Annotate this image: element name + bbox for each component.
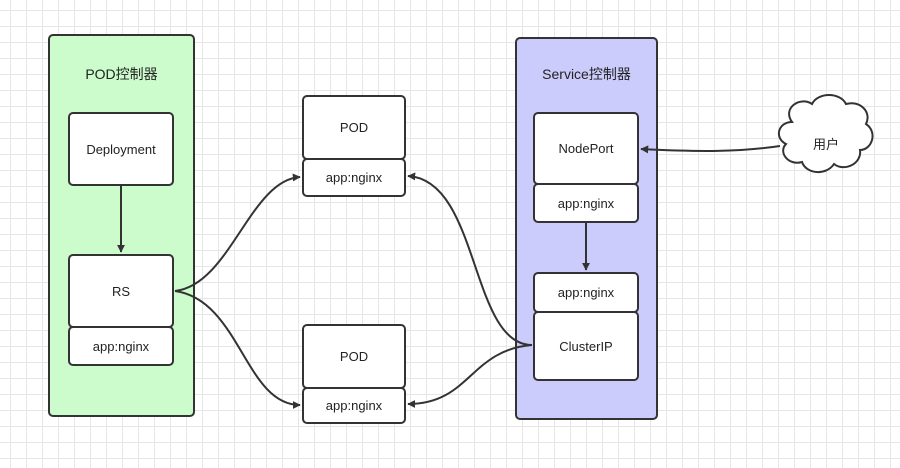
pod-1-label-box[interactable]: app:nginx	[302, 158, 406, 197]
cloud-icon[interactable]	[777, 94, 874, 173]
pod-1-box[interactable]: POD	[302, 95, 406, 160]
deployment-box[interactable]: Deployment	[68, 112, 174, 186]
service-controller-title: Service控制器	[542, 66, 631, 82]
user-label: 用户	[812, 137, 839, 152]
rs-to-pod2-arrow	[174, 290, 301, 409]
pod-2-box[interactable]: POD	[302, 324, 406, 389]
rs-label-box[interactable]: app:nginx	[68, 326, 174, 366]
nodeport-box[interactable]: NodePort	[533, 112, 639, 185]
clusterip-to-pod1-arrow	[407, 172, 533, 346]
pod-2-label-box[interactable]: app:nginx	[302, 387, 406, 424]
user-to-nodeport-arrow	[640, 145, 781, 154]
rs-to-pod1-arrow	[174, 173, 301, 292]
clusterip-to-pod2-arrow	[407, 344, 533, 408]
pod-controller-title: POD控制器	[85, 66, 158, 82]
clusterip-box[interactable]: ClusterIP	[533, 311, 639, 381]
clusterip-label-box[interactable]: app:nginx	[533, 272, 639, 313]
rs-box[interactable]: RS	[68, 254, 174, 328]
nodeport-label-box[interactable]: app:nginx	[533, 183, 639, 223]
